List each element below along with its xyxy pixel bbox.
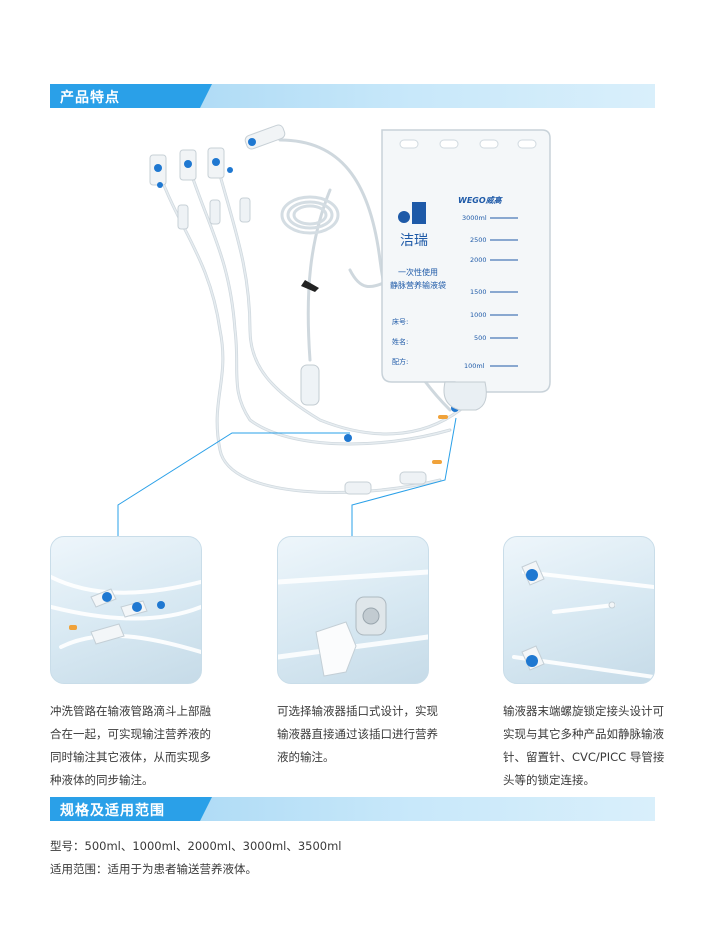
detail-image-flush-line: [50, 536, 202, 684]
bag-product-line1: 一次性使用: [398, 267, 438, 277]
section-title: 规格及适用范围: [60, 803, 165, 819]
callout-lines: [117, 417, 457, 536]
scale-500: 500: [474, 334, 486, 342]
bag-brand-en: WEGO威高: [458, 196, 504, 205]
feature-description-port: 可选择输液器插口式设计，实现输液器直接通过该插口进行营养液的输注。: [277, 704, 438, 764]
spec-scope: 适用范围：适用于为患者输送营养液体。: [50, 862, 257, 876]
detail-illustration: [51, 575, 201, 654]
feature-description-flush: 冲洗管路在输液管路滴斗上部融合在一起，可实现输注营养液的同时输注其它液体，从而实…: [50, 704, 211, 787]
section-header-features: 产品特点: [50, 84, 655, 108]
scale-2000: 2000: [470, 256, 487, 264]
detail-illustration: [278, 569, 428, 677]
header-tab: [50, 797, 212, 821]
scale-2500: 2500: [470, 236, 487, 244]
section-title: 产品特点: [60, 90, 120, 106]
detail-illustration: [512, 560, 654, 679]
scale-100: 100ml: [464, 362, 485, 370]
bag-field-formula: 配方:: [392, 357, 408, 366]
detail-image-infusion-port: [277, 536, 429, 684]
scale-3000: 3000ml: [462, 214, 487, 222]
section-header-specs: 规格及适用范围: [50, 797, 655, 821]
spec-model: 型号：500ml、1000ml、2000ml、3000ml、3500ml: [50, 839, 342, 853]
bag-brand-cn: 洁瑞: [400, 233, 428, 249]
bag-product-line2: 静脉营养输液袋: [390, 280, 446, 290]
product-illustration: 洁瑞 WEGO威高 一次性使用 静脉营养输液袋 床号: 姓名: 配方: 3000…: [149, 124, 551, 495]
feature-description-lock: 输液器末端螺旋锁定接头设计可实现与其它多种产品如静脉输液针、留置针、CVC/PI…: [503, 704, 665, 787]
scale-1500: 1500: [470, 288, 487, 296]
bag-field-bed: 床号:: [392, 317, 408, 326]
detail-image-luer-lock: [503, 536, 655, 684]
scale-1000: 1000: [470, 311, 487, 319]
bag-field-name: 姓名:: [392, 337, 408, 346]
header-tab: [50, 84, 212, 108]
